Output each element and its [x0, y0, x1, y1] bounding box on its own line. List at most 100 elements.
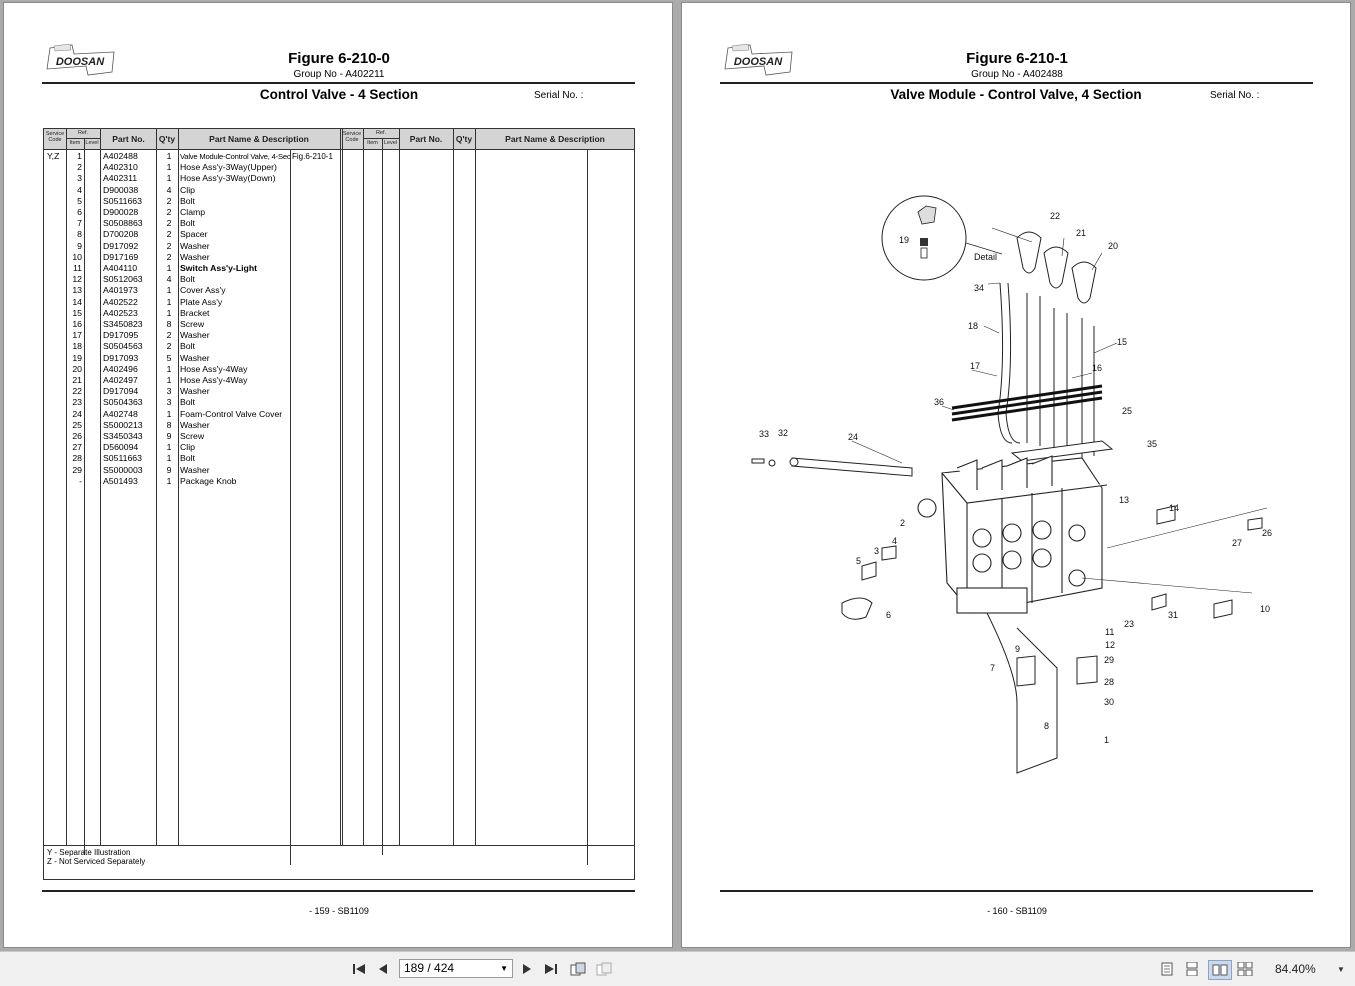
callout-21: 21	[1076, 228, 1086, 238]
part-number-cell: D917093	[103, 352, 139, 363]
continuous-icon[interactable]	[1184, 961, 1200, 977]
control-levers	[997, 231, 1097, 458]
item-cell: 26	[72, 431, 82, 441]
part-number-cell: A402310	[103, 162, 138, 173]
zoom-dropdown-icon[interactable]: ▼	[1337, 964, 1345, 974]
qty-header-2: Q'ty	[455, 134, 473, 144]
detail-washer	[920, 238, 928, 246]
part-number-cell: S3450343	[103, 431, 143, 441]
footer-rule	[720, 890, 1313, 892]
quantity-cell: 3	[166, 397, 172, 408]
header-rule	[720, 82, 1313, 84]
quantity-cell: 2	[166, 229, 172, 240]
last-page-icon[interactable]	[543, 961, 559, 977]
single-page-icon[interactable]	[1159, 961, 1175, 977]
item-cell: 22	[72, 386, 82, 397]
viewer-toolbar: 189 / 424 ▼ 84.40% ▼	[0, 951, 1355, 986]
part-number-cell: D917094	[103, 386, 139, 397]
item-cell: 1	[77, 151, 82, 161]
callout-31: 31	[1168, 610, 1178, 620]
section-title: Control Valve - 4 Section	[259, 87, 419, 102]
header-rule	[42, 82, 635, 84]
detail-bolt	[920, 247, 928, 259]
description-cell: Clip	[180, 184, 195, 195]
description-cell: Screw	[180, 319, 205, 329]
next-view-icon[interactable]	[596, 961, 612, 977]
table-row: 18 S0504563 2 Bolt	[44, 341, 340, 352]
detail-knob	[917, 205, 937, 225]
quantity-cell: 4	[166, 274, 172, 285]
bracket-top	[1010, 440, 1114, 462]
chevron-down-icon[interactable]: ▼	[500, 964, 508, 973]
quantity-cell: 2	[166, 341, 172, 352]
item-cell: -	[79, 475, 82, 486]
quantity-cell: 1	[166, 296, 172, 307]
two-page-icon[interactable]	[1208, 960, 1232, 980]
item-cell: 18	[72, 341, 82, 352]
callout-26: 26	[1262, 528, 1272, 538]
quantity-cell: 2	[166, 195, 172, 206]
valve-block	[917, 455, 1108, 614]
service-code-cell: Y,Z	[47, 151, 60, 161]
part-number-cell: S0504563	[103, 341, 143, 352]
item-cell: 24	[72, 408, 82, 419]
previous-view-icon[interactable]	[570, 961, 586, 977]
svg-text:DOOSAN: DOOSAN	[734, 56, 783, 68]
description-cell: Washer	[180, 240, 210, 251]
zoom-level[interactable]: 84.40%	[1275, 962, 1316, 976]
callout-30: 30	[1104, 697, 1114, 707]
quantity-cell: 1	[166, 173, 172, 184]
item-cell: 27	[72, 442, 82, 453]
desc-header-2: Part Name & Description	[505, 134, 605, 144]
first-page-icon[interactable]	[351, 961, 367, 977]
quantity-cell: 1	[166, 151, 172, 161]
part-number-cell: S3450823	[103, 319, 143, 329]
description-cell: Clamp	[180, 207, 206, 217]
callout-8: 8	[1044, 721, 1049, 731]
callout-25: 25	[1122, 406, 1132, 416]
description-cell: Plate Ass'y	[180, 296, 223, 307]
quantity-cell: 8	[166, 319, 172, 329]
page-number-field[interactable]: 189 / 424 ▼	[399, 959, 513, 978]
callout-16: 16	[1092, 363, 1102, 373]
quantity-cell: 2	[166, 240, 172, 251]
quantity-cell: 1	[166, 442, 172, 453]
part-number-cell: S5000003	[103, 464, 143, 475]
description-cell: Washer	[180, 330, 210, 341]
prev-page-icon[interactable]	[375, 961, 391, 977]
quantity-cell: 9	[166, 464, 172, 475]
part-no-header: Part No.	[112, 134, 145, 144]
callout-35: 35	[1147, 439, 1157, 449]
callout-14: 14	[1169, 503, 1179, 513]
quantity-cell: 1	[166, 307, 172, 318]
detail-label: Detail	[974, 252, 997, 262]
description-cell: Bolt	[180, 341, 195, 352]
exploded-parts-diagram: Detail	[751, 195, 1272, 774]
part-number-cell: A401973	[103, 285, 138, 296]
item-cell: 29	[72, 464, 82, 475]
table-row: 17 D917095 2 Washer	[44, 330, 340, 341]
part-number-cell: A402496	[103, 363, 138, 374]
figure-title: Figure 6-210-0	[288, 50, 390, 67]
next-page-icon[interactable]	[519, 961, 535, 977]
callout-4: 4	[892, 536, 897, 546]
description-cell: Washer	[180, 464, 210, 475]
item-cell: 17	[72, 330, 82, 341]
quantity-cell: 2	[166, 330, 172, 341]
callout-7: 7	[990, 663, 995, 673]
part-number-cell: D917095	[103, 330, 139, 341]
two-page-continuous-icon[interactable]	[1237, 961, 1253, 977]
callout-18: 18	[968, 321, 978, 331]
callout-34: 34	[974, 283, 984, 293]
callout-20: 20	[1108, 241, 1118, 251]
description-cell: Hose Ass'y-3Way(Down)	[180, 173, 276, 184]
